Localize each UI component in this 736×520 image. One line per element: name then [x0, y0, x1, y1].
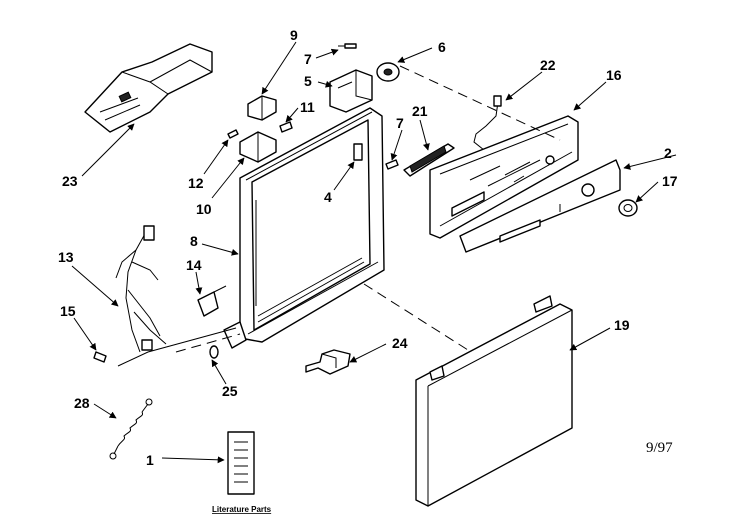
- leader-28: [93, 403, 117, 419]
- leader-2: [623, 154, 677, 170]
- part-15-screw: [93, 351, 107, 363]
- leader-13: [71, 265, 119, 307]
- leader-23: [81, 123, 135, 177]
- leader-16: [573, 81, 607, 111]
- callout-4: 4: [324, 189, 332, 205]
- leader-10: [211, 157, 245, 199]
- callout-28: 28: [74, 395, 90, 411]
- leader-21: [419, 119, 430, 151]
- part-23-bracket: [84, 43, 213, 133]
- part-12-clip: [227, 129, 239, 139]
- leader-22: [505, 71, 543, 101]
- part-19-door-panel: [415, 295, 573, 507]
- leader-24: [349, 343, 387, 363]
- leader-12: [203, 139, 229, 175]
- literature-caption: Literature Parts: [212, 505, 272, 514]
- part-17-knob: [618, 199, 638, 217]
- part-13-wire-harness: [115, 225, 237, 367]
- callout-12: 12: [188, 175, 204, 191]
- callout-23: 23: [62, 173, 78, 189]
- part-2-lower-panel: [459, 159, 621, 253]
- callout-1: 1: [146, 452, 154, 468]
- callout-14: 14: [186, 257, 202, 273]
- leader-1: [161, 456, 225, 464]
- part-22-wire: [473, 95, 502, 151]
- leader-11: [285, 107, 299, 123]
- part-28-spring: [109, 398, 153, 460]
- leader-6: [397, 47, 433, 63]
- part-7-screw-upper: [338, 43, 357, 49]
- callout-24: 24: [392, 335, 408, 351]
- callout-10: 10: [196, 201, 212, 217]
- leader-8: [201, 243, 239, 256]
- leader-7a: [315, 48, 339, 59]
- date-code: 9/97: [646, 440, 673, 456]
- callout-7a: 7: [304, 51, 312, 67]
- callout-21: 21: [412, 103, 428, 119]
- callout-8: 8: [190, 233, 198, 249]
- callout-11: 11: [300, 99, 315, 115]
- leader-5: [317, 80, 333, 88]
- leader-14: [195, 271, 203, 295]
- callout-19: 19: [614, 317, 630, 333]
- part-21-switch-strip: [403, 143, 455, 177]
- part-9-hinge-bracket: [247, 95, 277, 121]
- part-14-connector: [197, 285, 227, 317]
- callout-15: 15: [60, 303, 76, 319]
- leader-17: [635, 181, 659, 203]
- part-6-knob: [376, 62, 400, 82]
- part-10-hinge-block: [239, 131, 277, 163]
- assembly-line-left-frame: [175, 333, 241, 353]
- leader-4: [333, 161, 355, 191]
- part-25-clip: [209, 345, 219, 359]
- callout-6: 6: [438, 39, 446, 55]
- leader-19: [569, 327, 611, 351]
- leader-7b: [390, 129, 403, 161]
- callout-25: 25: [222, 383, 238, 399]
- leader-25: [211, 359, 227, 385]
- leader-9: [261, 41, 297, 95]
- callout-13: 13: [58, 249, 74, 265]
- part-5-latch: [329, 69, 373, 113]
- callout-2: 2: [664, 145, 672, 161]
- part-24-hinge-arm: [305, 349, 351, 375]
- part-11-screw: [279, 121, 293, 133]
- assembly-line-latch-to-panel: [399, 65, 561, 141]
- callout-5: 5: [304, 73, 312, 89]
- part-7-screw-lower: [385, 159, 399, 170]
- callout-9: 9: [290, 27, 298, 43]
- callout-17: 17: [662, 173, 678, 189]
- part-1-literature-card: [227, 431, 255, 495]
- part-16-control-panel: [429, 115, 579, 239]
- callout-22: 22: [540, 57, 556, 73]
- callout-16: 16: [606, 67, 622, 83]
- assembly-line-frame-to-panel: [363, 283, 469, 351]
- callout-7b: 7: [396, 115, 404, 131]
- leader-15: [73, 317, 97, 351]
